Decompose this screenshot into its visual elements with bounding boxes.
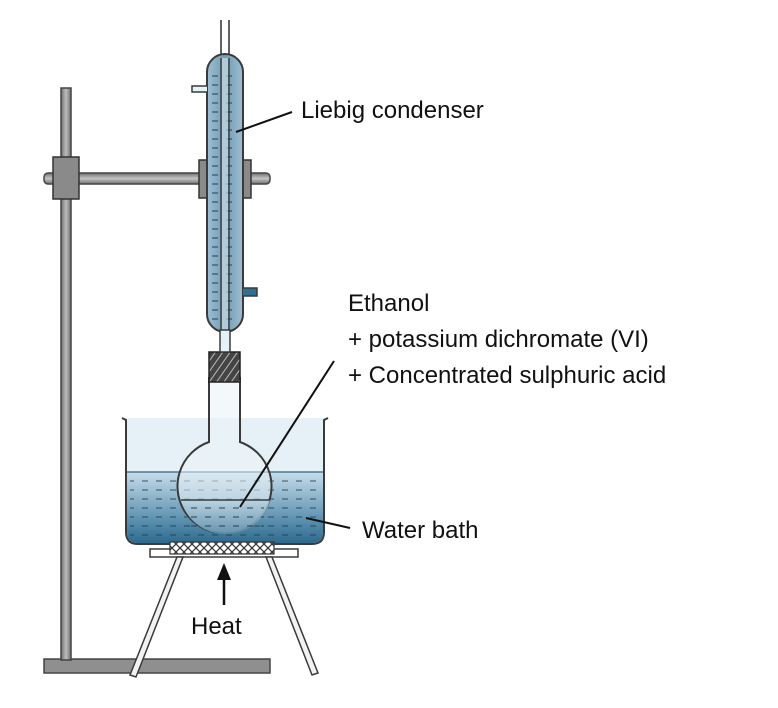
flask-liquid-dashes [188,503,264,533]
liebig-condenser [191,20,258,353]
boss-head [52,156,80,200]
condenser-tip [219,329,231,353]
wire-gauze [169,541,275,555]
heat-arrow [217,563,231,605]
rubber-bung [208,351,241,383]
water-outlet-pipe [191,85,207,93]
water-bath-leader-line [305,517,351,529]
stand-rod [60,87,72,661]
liebig-condenser-label: Liebig condenser [301,97,484,124]
tripod-and-gauze [129,541,319,678]
ethanol-label: Ethanol [348,290,430,317]
water-bath-label: Water bath [362,517,479,544]
tripod-leg [264,556,319,676]
tripod-leg [129,556,185,678]
potassium-dichromate-label: + potassium dichromate (VI) [348,326,649,353]
reagents-leader-line [239,360,335,508]
condenser-leader-line [235,111,293,133]
inner-tube-bore [222,58,228,330]
stand-base [43,658,271,674]
water-inlet-pipe [243,287,258,297]
heat-label: Heat [191,613,242,640]
sulphuric-acid-label: + Concentrated sulphuric acid [348,362,667,389]
